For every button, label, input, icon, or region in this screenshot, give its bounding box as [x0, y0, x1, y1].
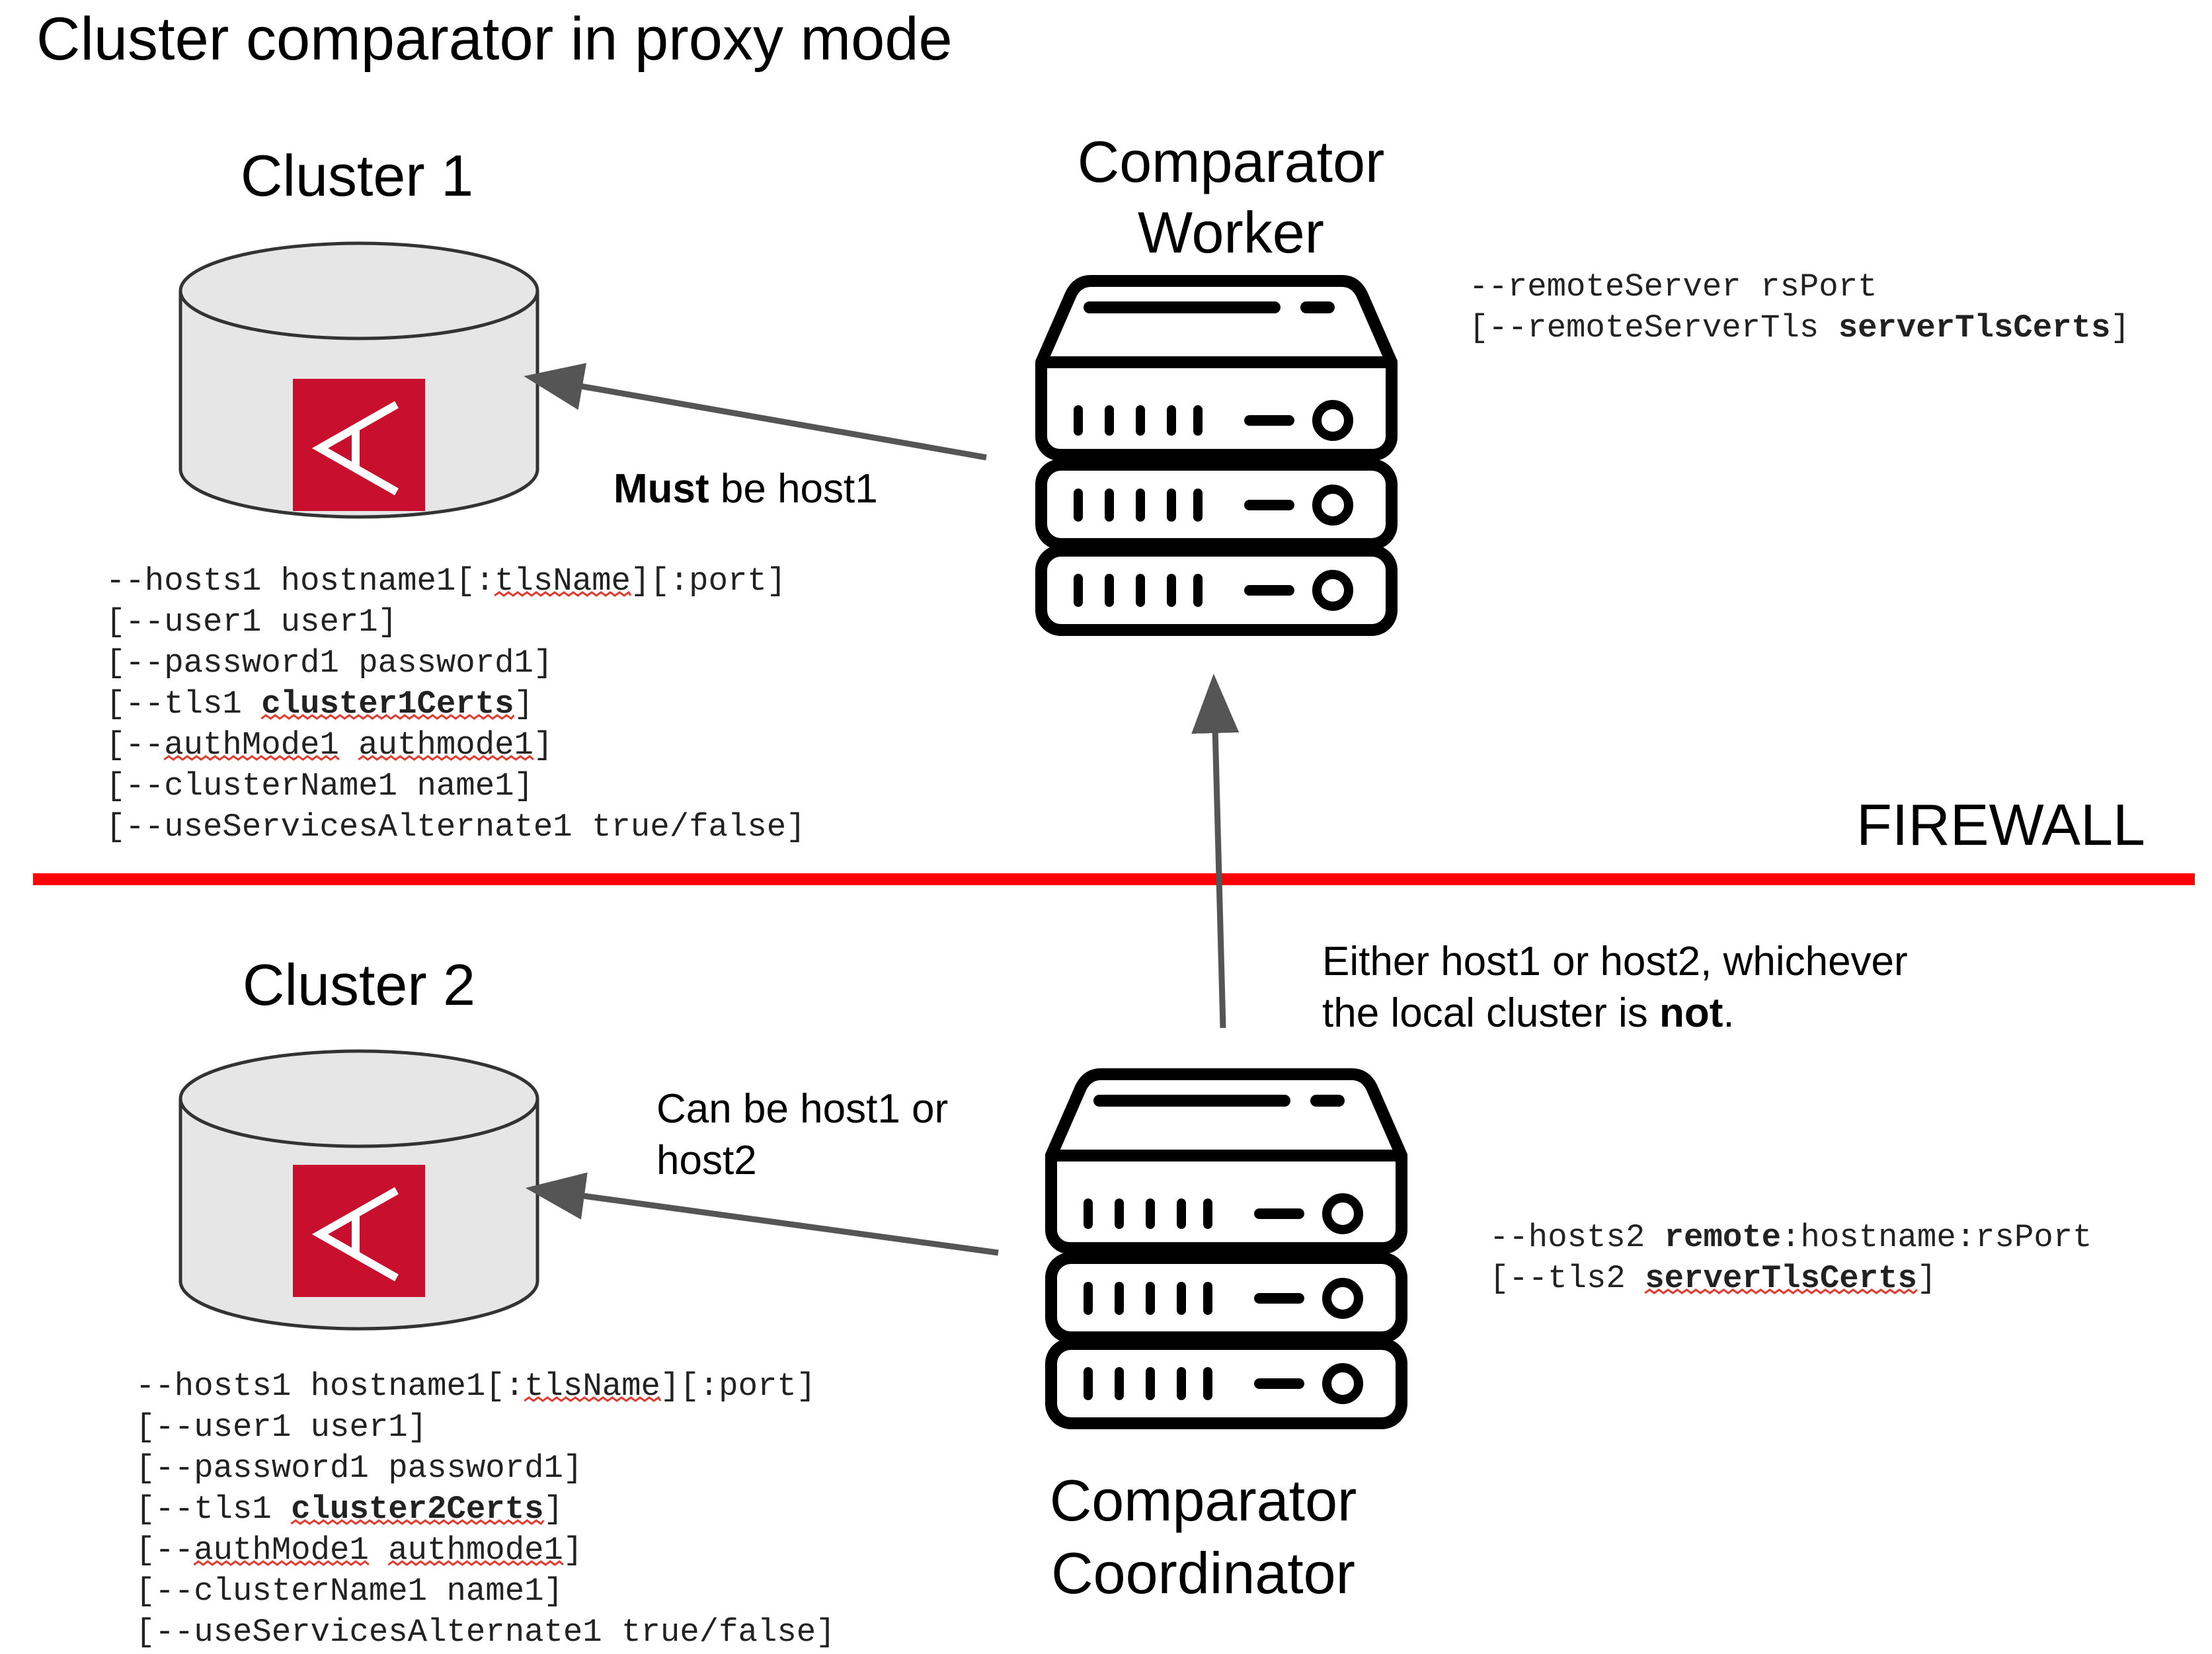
spellcheck-underline: [193, 1560, 370, 1566]
cluster2-option-segment: [--password1 password1]: [136, 1450, 582, 1487]
cluster1-option-line: --hosts1 hostname1[:tlsName][:port]: [106, 563, 786, 600]
spellcheck-underline: [387, 1560, 564, 1566]
spellcheck-underline: [163, 755, 340, 761]
coordinator-options: --hosts2 remote:hostname:rsPort[--tls2 s…: [1489, 1219, 2092, 1297]
arrow-label-line: Can be host1 or: [656, 1086, 948, 1132]
cluster1-option-segment: --hosts1 hostname1[:: [106, 563, 494, 600]
cluster1-option-segment: [--tls1: [106, 686, 261, 723]
arrow-label-line: the local cluster is not.: [1322, 990, 1735, 1036]
cluster1-option-line: [--clusterName1 name1]: [106, 768, 533, 805]
cluster2-option-line: --hosts1 hostname1[:tlsName][:port]: [136, 1368, 816, 1405]
arrow-label-segment: the local cluster is: [1322, 990, 1659, 1036]
coordinator-option-segment: ]: [1917, 1260, 1936, 1297]
cluster1-option-segment: [--password1 password1]: [106, 645, 553, 682]
cluster2-option-line: [--useServicesAlternate1 true/false]: [136, 1614, 836, 1651]
cluster2-database-icon: [178, 1049, 539, 1331]
cluster2-option-segment: ]: [563, 1532, 582, 1569]
cluster1-option-segment: [339, 727, 358, 764]
arrow-label-must-be-host1: Must be host1: [613, 466, 878, 512]
cluster1-option-line: [--useServicesAlternate1 true/false]: [106, 808, 806, 846]
cluster2-option-segment: [--: [136, 1532, 194, 1569]
coordinator-option-segment: --hosts2: [1489, 1219, 1665, 1256]
cluster1-aerospike-logo: [293, 379, 425, 511]
spellcheck-underline: [290, 1519, 545, 1526]
worker-options: --remoteServer rsPort [--remoteServerTls …: [1469, 268, 2130, 346]
firewall-label: FIREWALL: [1856, 792, 2145, 857]
cluster1-option-segment: ]: [533, 727, 553, 764]
cluster1-label: Cluster 1: [241, 143, 473, 208]
cluster1-option-segment: ]: [514, 686, 533, 723]
cluster2-option-segment: --hosts1 hostname1[:: [136, 1368, 524, 1405]
arrow-worker-to-cluster1: [524, 363, 987, 461]
arrow-label-either-host1-or-host2: Either host1 or host2, whichever the loca…: [1322, 939, 1908, 1036]
coordinator-option-line: --hosts2 remote:hostname:rsPort: [1489, 1219, 2092, 1256]
arrow-label-segment: Must: [613, 466, 709, 512]
coordinator-option-segment: :hostname:rsPort: [1781, 1219, 2092, 1256]
cluster2-option-segment: [--user1 user1]: [136, 1409, 427, 1446]
cluster2-option-segment: ][:port]: [660, 1368, 816, 1405]
cluster2-option-segment: [--tls1: [136, 1491, 291, 1528]
coordinator-option-segment: remote: [1665, 1219, 1781, 1256]
worker-option-line: --remoteServer rsPort: [1469, 268, 1877, 305]
cluster1-option-segment: [--useServicesAlternate1 true/false]: [106, 808, 806, 846]
cluster1-option-segment: [--user1 user1]: [106, 604, 397, 641]
coordinator-server-icon: [1045, 1068, 1407, 1429]
spellcheck-underline: [358, 755, 534, 761]
arrow-label-can-be-host1-or-host2: Can be host1 or host2: [656, 1086, 948, 1183]
worker-label-line2: Worker: [1138, 200, 1324, 265]
arrow-label-segment: be host1: [709, 466, 878, 512]
diagram-title: Cluster comparator in proxy mode: [36, 5, 953, 73]
cluster2-options: --hosts1 hostname1[:tlsName][:port] [--us…: [136, 1368, 836, 1651]
cluster2-label: Cluster 2: [243, 952, 475, 1017]
cluster2-option-segment: ]: [544, 1491, 563, 1528]
worker-label-line1: Comparator: [1078, 129, 1385, 194]
cluster1-options: --hosts1 hostname1[:tlsName][:port] [--us…: [106, 563, 806, 846]
worker-option-segment: [--remoteServerTls: [1469, 309, 1838, 346]
cluster2-option-segment: [--useServicesAlternate1 true/false]: [136, 1614, 836, 1651]
arrow-label-line: host2: [656, 1138, 757, 1183]
cluster1-option-line: [--password1 password1]: [106, 645, 553, 682]
arrow-label-segment: not: [1659, 990, 1723, 1036]
cluster2-option-segment: [--clusterName1 name1]: [136, 1573, 563, 1610]
worker-option-segment: --remoteServer rsPort: [1469, 268, 1877, 305]
arrow-label-line: Must be host1: [613, 466, 878, 512]
arrow-label-line: Either host1 or host2, whichever: [1322, 939, 1908, 984]
spellcheck-underline: [524, 1396, 662, 1402]
cluster2-aerospike-logo: [293, 1165, 425, 1297]
coordinator-label-line1: Comparator: [1050, 1468, 1357, 1533]
worker-server-icon: [1035, 275, 1398, 636]
cluster2-option-segment: [369, 1532, 388, 1569]
worker-option-segment: serverTlsCerts: [1838, 309, 2111, 346]
coordinator-option-segment: [--tls2: [1489, 1260, 1645, 1297]
arrow-label-segment: .: [1723, 990, 1734, 1036]
cluster2-option-line: [--password1 password1]: [136, 1450, 582, 1487]
cluster1-option-segment: ][:port]: [631, 563, 786, 600]
arrow-coordinator-to-cluster2: [525, 1172, 999, 1256]
cluster2-option-line: [--user1 user1]: [136, 1409, 427, 1446]
spellcheck-underline: [1644, 1288, 1918, 1294]
arrow-label-segment: Can be host1 or: [656, 1086, 948, 1132]
cluster1-option-segment: [--: [106, 727, 164, 764]
cluster1-database-icon: [178, 241, 539, 519]
spellcheck-underline: [260, 714, 515, 721]
worker-option-line: [--remoteServerTls serverTlsCerts]: [1469, 309, 2130, 346]
worker-option-segment: ]: [2110, 309, 2129, 346]
cluster1-option-line: [--user1 user1]: [106, 604, 397, 641]
arrow-label-segment: Either host1 or host2, whichever: [1322, 939, 1908, 984]
arrow-coordinator-to-worker: [1191, 674, 1240, 1029]
cluster1-option-segment: [--clusterName1 name1]: [106, 768, 533, 805]
cluster2-option-line: [--clusterName1 name1]: [136, 1573, 563, 1610]
spellcheck-underline: [494, 590, 632, 597]
arrow-label-segment: host2: [656, 1138, 757, 1183]
coordinator-label-line2: Coordinator: [1051, 1540, 1355, 1606]
